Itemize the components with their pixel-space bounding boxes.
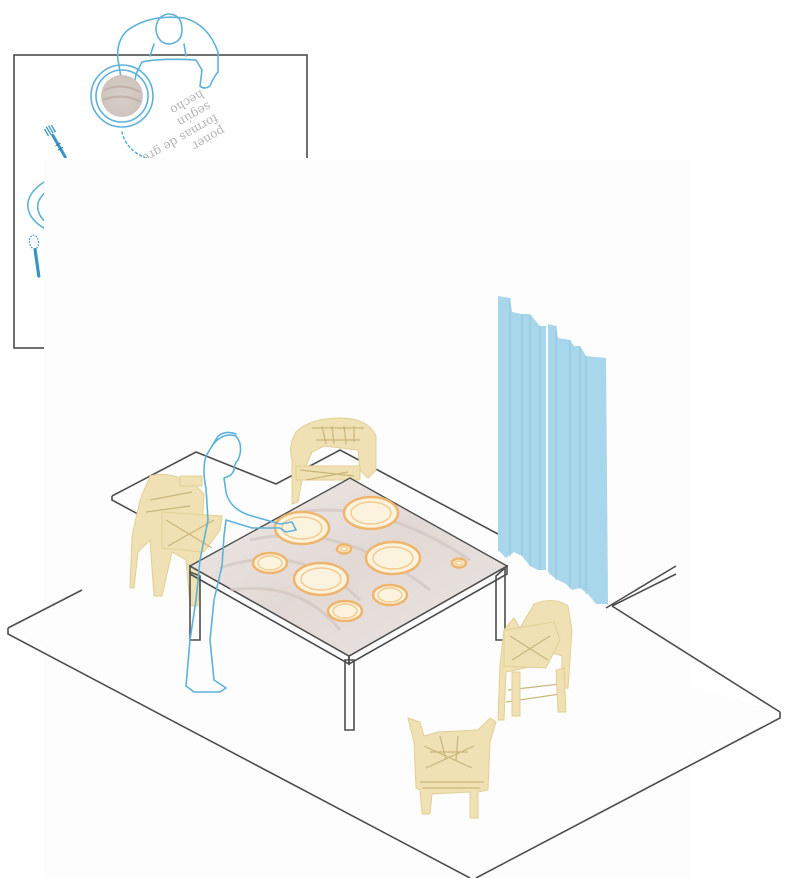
plate-icon <box>328 601 362 621</box>
inset-person-figure-icon <box>118 14 218 89</box>
plate-icon <box>294 563 348 595</box>
plate-icon <box>275 512 329 544</box>
plate-icon <box>337 545 351 554</box>
plate-icon <box>344 497 398 529</box>
plate-icon <box>373 585 407 605</box>
inset-plate-icon <box>91 65 153 127</box>
plate-icon <box>366 542 420 574</box>
plate-icon <box>452 559 466 568</box>
spoon-icon <box>29 234 44 278</box>
plate-icon <box>253 553 287 573</box>
fork-icon <box>44 124 69 160</box>
